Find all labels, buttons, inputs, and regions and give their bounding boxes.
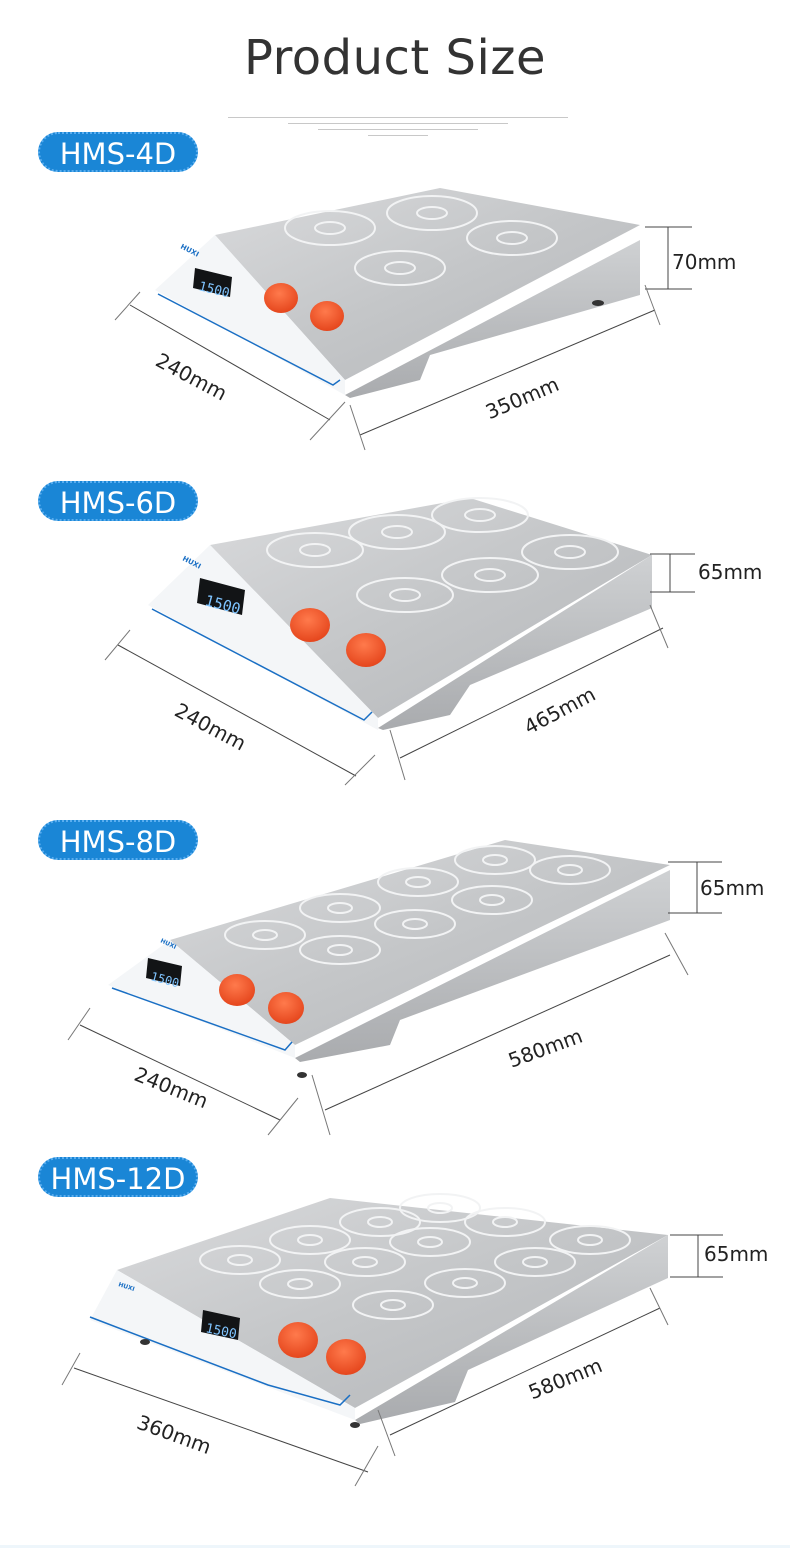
title-divider-3 — [318, 129, 478, 130]
svg-text:1500: 1500 — [197, 279, 231, 301]
product-hms-8d: 1500 HUXI 65mm 240mm 580mm — [0, 830, 790, 1140]
bottom-strip — [0, 1545, 790, 1548]
height-label: 65mm — [698, 560, 763, 584]
model-badge-hms-4d: HMS-4D — [38, 132, 198, 172]
product-illustration-hms-8d: 1500 HUXI — [67, 840, 722, 1136]
product-hms-6d: 1500 HUXI 65mm 240mm 465mm — [0, 490, 790, 790]
product-hms-12d: 1500 HUXI 65mm 360mm 580mm — [0, 1190, 790, 1490]
svg-text:HUXI: HUXI — [179, 243, 200, 259]
svg-text:HUXI: HUXI — [117, 1281, 135, 1293]
height-label: 70mm — [672, 250, 737, 274]
title-divider-1 — [228, 117, 568, 118]
model-badge-hms-8d: HMS-8D — [38, 820, 198, 860]
product-illustration-hms-12d: 1500 HUXI — [61, 1193, 723, 1487]
page-title: Product Size — [243, 30, 547, 86]
title-divider-4 — [368, 135, 428, 136]
height-label: 65mm — [700, 876, 765, 900]
svg-text:1500: 1500 — [204, 1321, 238, 1342]
product-hms-4d: 1500 HUXI 70mm 240mm 350mm — [0, 180, 790, 460]
product-illustration-hms-4d: 1500 HUXI — [114, 188, 692, 451]
height-label: 65mm — [704, 1242, 769, 1266]
title-divider-2 — [288, 123, 508, 124]
model-badge-hms-6d: HMS-6D — [38, 481, 198, 521]
model-badge-hms-12d: HMS-12D — [38, 1157, 198, 1197]
product-illustration-hms-6d: 1500 HUXI — [104, 497, 695, 786]
